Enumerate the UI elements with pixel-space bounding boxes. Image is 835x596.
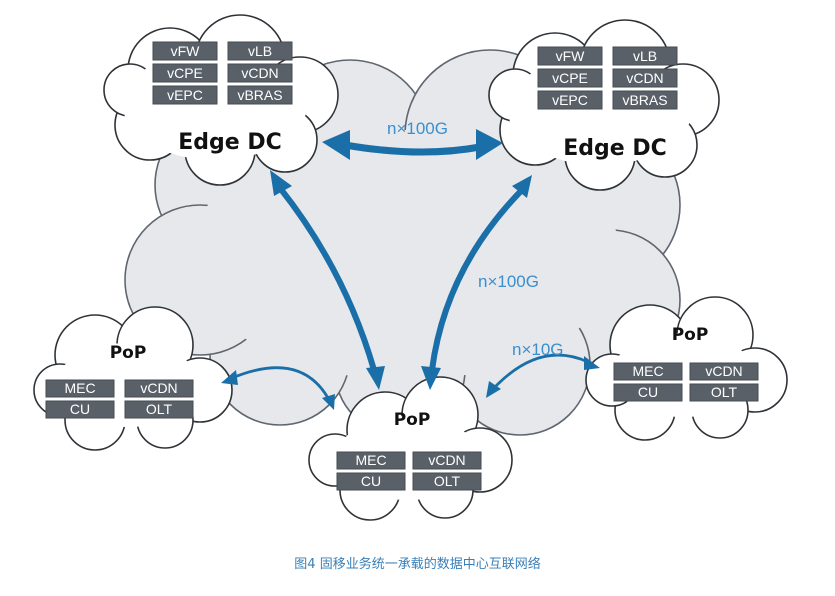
figure-caption: 图4 固移业务统一承载的数据中心互联网络 [294,557,541,572]
pop-left-functions: MEC vCDN CU OLT [45,379,194,419]
function-tag: vBRAS [622,92,667,108]
link-label-dc-pop: n×100G [478,272,539,291]
function-tag: vEPC [552,92,588,108]
function-tag: vCDN [241,65,278,81]
function-tag: CU [638,384,658,400]
function-tag: vEPC [167,87,203,103]
function-tag: CU [361,473,381,489]
link-dc-dc [322,129,503,160]
edge-dc-right-functions: vFW vLB vCPE vCDN vEPC vBRAS [537,46,678,110]
function-tag: vCPE [167,65,203,81]
function-tag: MEC [632,363,663,379]
function-tag: MEC [355,452,386,468]
function-tag: vLB [633,48,657,64]
edge-dc-right-title: Edge DC [563,136,667,161]
edge-dc-left-functions: vFW vLB vCPE vCDN vEPC vBRAS [152,41,293,105]
function-tag: CU [70,401,90,417]
pop-center-title: PoP [394,410,431,430]
function-tag: vBRAS [237,87,282,103]
pop-left-title: PoP [110,343,147,363]
pop-right-title: PoP [672,325,709,345]
edge-dc-left-title: Edge DC [178,130,282,155]
function-tag: vCDN [626,70,663,86]
link-dc-left-pop-center [270,170,385,390]
function-tag: vCDN [140,380,177,396]
function-tag: MEC [64,380,95,396]
function-tag: vCPE [552,70,588,86]
link-pop-center-pop-right [486,353,600,398]
link-label-dc-dc: n×100G [387,119,448,138]
function-tag: OLT [711,384,738,400]
link-pop-left-pop-center [221,366,335,410]
function-tag: vCDN [428,452,465,468]
function-tag: OLT [434,473,461,489]
function-tag: OLT [146,401,173,417]
function-tag: vFW [171,43,201,59]
link-label-pop-pop: n×10G [512,340,564,359]
edge-dc-left-cloud [103,14,339,186]
link-dc-right-pop-center [421,175,532,390]
function-tag: vLB [248,43,272,59]
function-tag: vCDN [705,363,742,379]
pop-center-functions: MEC vCDN CU OLT [336,451,482,491]
function-tag: vFW [556,48,586,64]
pop-right-functions: MEC vCDN CU OLT [613,362,759,402]
